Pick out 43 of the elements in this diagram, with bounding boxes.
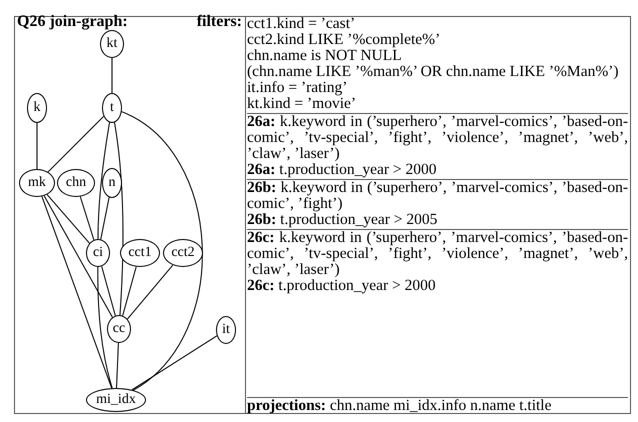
filter-text: kt.kind = ’movie’ bbox=[247, 96, 358, 112]
filter-text: chn.name is NOT NULL bbox=[247, 48, 402, 64]
table-node-ellipse: kt bbox=[100, 30, 124, 58]
join-line bbox=[44, 195, 113, 318]
join-line bbox=[98, 122, 110, 240]
filter-text: 26c: k.keyword in (’superhero’, ’marvel-comics’, ’based-on-comic’, ’tv-special’, ’fight’, ’violence’, ’magnet’, ’web’, ’claw’, ’laser’) bbox=[247, 230, 628, 278]
table-node-ellipse: it bbox=[216, 316, 236, 344]
table-node-ellipse: cct1 bbox=[120, 239, 160, 267]
table-node-ellipse: cct2 bbox=[163, 239, 203, 267]
join-line bbox=[122, 266, 137, 316]
join-line bbox=[80, 196, 94, 240]
join-line bbox=[48, 116, 104, 172]
join-line bbox=[131, 335, 218, 390]
join-line bbox=[101, 266, 116, 316]
join-line bbox=[100, 196, 110, 240]
filter-text: 26a: t.production_year > 2000 bbox=[247, 162, 438, 178]
filter-text: (chn.name LIKE ’%man%’ OR chn.name LIKE ’%Man%’) bbox=[247, 64, 620, 80]
filter-text: 26b: t.production_year > 2005 bbox=[247, 212, 438, 228]
filter-text: cct2.kind LIKE ’%complete%’ bbox=[247, 32, 442, 48]
table-node-ellipse: n bbox=[102, 168, 122, 198]
table-node-ellipse: t bbox=[102, 93, 122, 123]
projection-text: projections: chn.name mi_idx.info n.name t.title bbox=[247, 397, 628, 414]
table-node-ellipse: mi_idx bbox=[86, 388, 146, 412]
filter-text: 26c: t.production_year > 2000 bbox=[247, 278, 437, 294]
join-line bbox=[121, 111, 203, 391]
table-node-ellipse: k bbox=[27, 93, 47, 123]
join-line bbox=[126, 264, 174, 320]
panel-title: Q26 join-graph: bbox=[17, 15, 128, 29]
table-node-ellipse: mk bbox=[19, 169, 55, 197]
join-line bbox=[97, 266, 113, 389]
table-node-ellipse: chn bbox=[57, 169, 95, 197]
filter-text: 26a: k.keyword in (’superhero’, ’marvel-comics’, ’based-on-comic’, ’tv-special’, ’fight’, ’violence’, ’magnet’, ’web’, ’claw’, ’laser’) bbox=[247, 114, 628, 162]
filter-text: 26b: k.keyword in (’superhero’, ’marvel-comics’, ’based-on-comic’, ’fight’) bbox=[247, 180, 628, 212]
join-line bbox=[46, 194, 90, 244]
table-node-ellipse: cc bbox=[107, 315, 131, 343]
table-node-ellipse: ci bbox=[86, 239, 110, 267]
filter-text: cct1.kind = ’cast’ bbox=[247, 16, 356, 32]
filter-text: it.info = ’rating’ bbox=[247, 80, 348, 96]
join-line bbox=[41, 196, 112, 389]
panel-title: filters: bbox=[196, 15, 242, 29]
join-line bbox=[36, 122, 38, 170]
join-line bbox=[114, 122, 124, 316]
join-line bbox=[116, 342, 119, 388]
